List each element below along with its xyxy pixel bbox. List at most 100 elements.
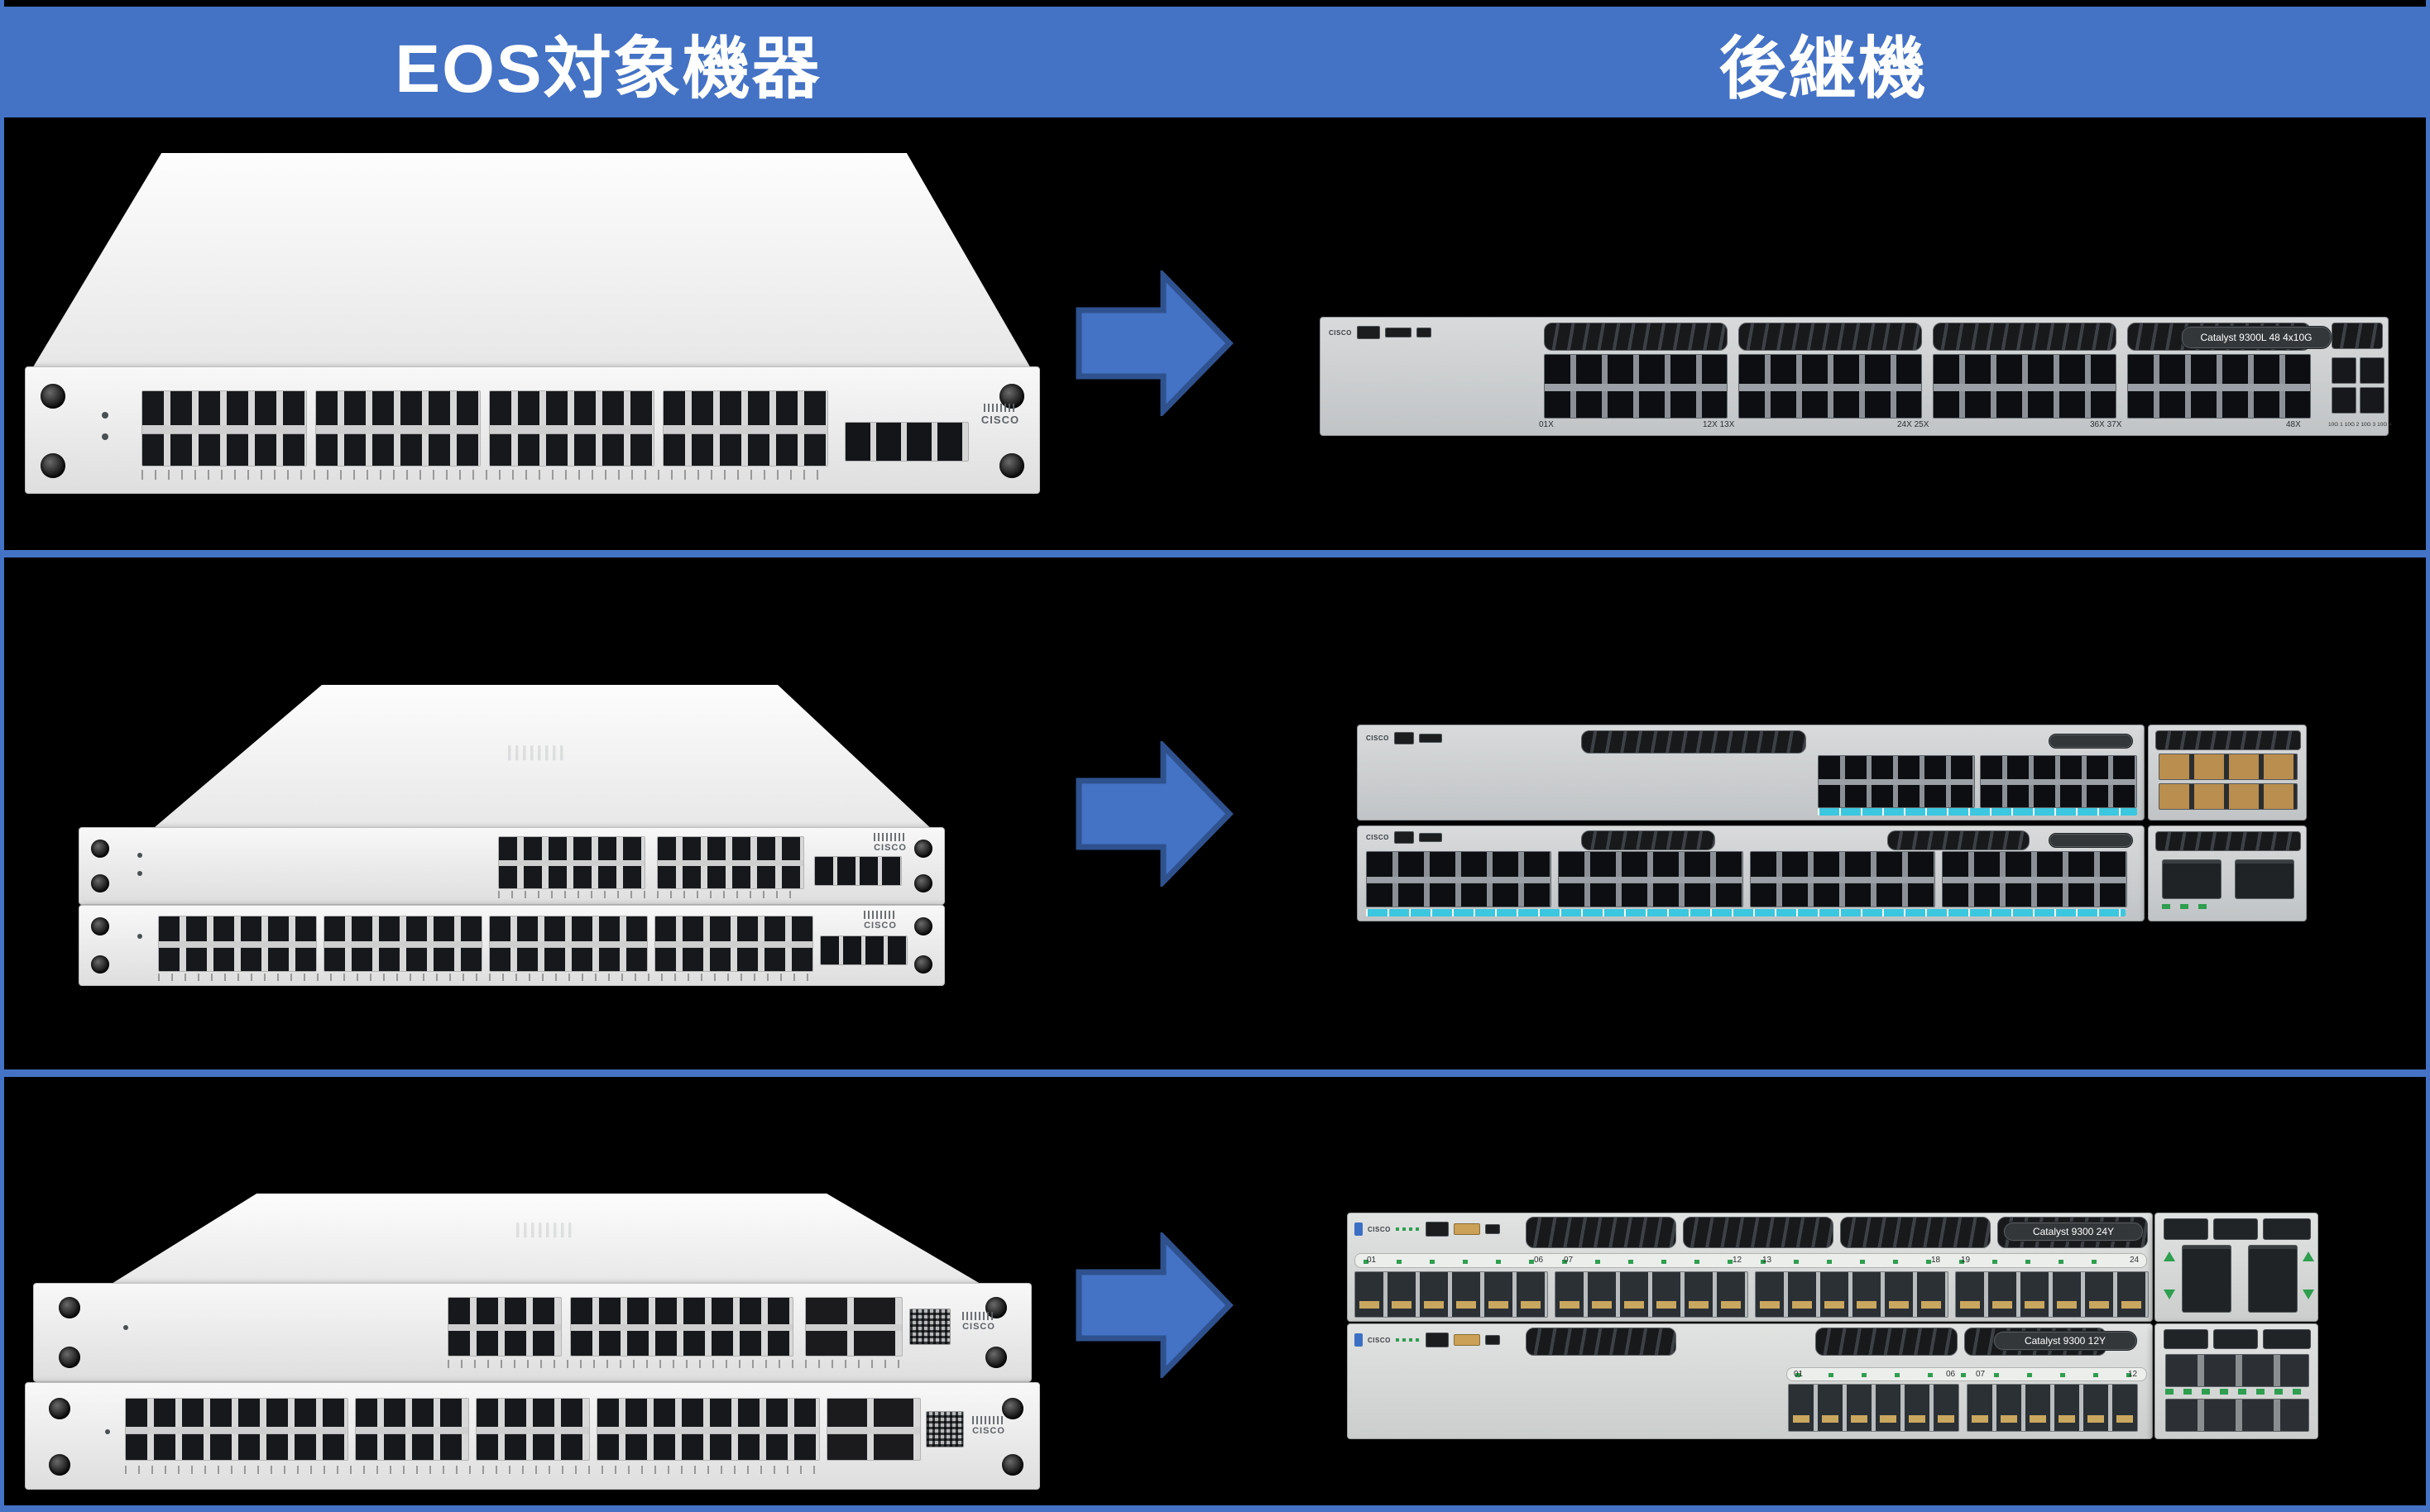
- network-module-row3-bottom: [2154, 1323, 2318, 1439]
- sfp28-cage-bank: [1788, 1384, 1959, 1432]
- sfp-slot: [2332, 387, 2356, 414]
- sfp-stack-bank: [827, 1398, 921, 1461]
- eos-device-image-row3: CISCO CISCO: [25, 1194, 1040, 1491]
- sfp28-cage-bank: [1967, 1384, 2138, 1432]
- vent-grille: [1815, 1328, 1958, 1356]
- model-label: Catalyst 9300 24Y: [2003, 1222, 2144, 1242]
- vent-grille: [1526, 1328, 1676, 1356]
- port-bank: [657, 836, 804, 889]
- vent-grille: [2332, 323, 2383, 349]
- console-port: [1356, 326, 1380, 339]
- switch-faceplate-48port: CISCO: [79, 905, 945, 986]
- cisco-logo: CISCO: [975, 404, 1025, 426]
- cisco-logo-small: CISCO: [1368, 1336, 1391, 1344]
- cisco-logo-small: CISCO: [1368, 1225, 1391, 1233]
- mount-hole: [914, 955, 932, 974]
- cisco-bridge-icon: [516, 1223, 576, 1238]
- cisco-logo: CISCO: [956, 1312, 1002, 1332]
- port-bank: [2127, 354, 2311, 419]
- status-led: [105, 1429, 110, 1434]
- port-down-arrow: [2164, 1290, 2175, 1299]
- cisco-bridge-icon: [962, 1312, 995, 1320]
- port-number-strip: 01X 12X 13X 24X 25X 36X 37X 48X: [1539, 420, 2301, 429]
- mount-hole: [91, 840, 109, 858]
- port-bank: [141, 390, 307, 467]
- vent-grille: [2155, 831, 2301, 851]
- vent-slot: [2263, 1218, 2311, 1240]
- port-bank: [1980, 755, 2137, 808]
- successor-device-image-row2-top: CISCO: [1357, 725, 2145, 821]
- port-number-ticks: [448, 1360, 911, 1368]
- qsfp-cage: [2182, 1245, 2231, 1313]
- successor-arrow-icon: [1076, 741, 1234, 887]
- status-led: [137, 934, 142, 939]
- beacon-led: [1354, 1223, 1363, 1236]
- sfp28-cage-bank: [1555, 1271, 1748, 1318]
- console-port: [1425, 1222, 1449, 1237]
- mount-hole: [91, 874, 109, 892]
- cisco-logo: CISCO: [867, 833, 913, 853]
- sfp28-cage-bank: [1354, 1271, 1548, 1318]
- beacon-led: [1354, 1333, 1363, 1347]
- port-bank: [489, 916, 648, 972]
- successor-arrow-icon: [1076, 1232, 1234, 1378]
- console-port: [1425, 1333, 1449, 1347]
- port-bank: [570, 1297, 793, 1356]
- sfp-slot: [2360, 357, 2384, 384]
- cisco-bridge-icon: [864, 911, 897, 919]
- port-bank: [597, 1398, 820, 1461]
- row-divider-2: [0, 1069, 2430, 1077]
- vent-slot: [2213, 1218, 2258, 1240]
- status-led: [137, 853, 142, 858]
- successor-device-image-row1: CISCO Catalyst 9300L 48 4x10G 01X 12X 13…: [1320, 317, 2392, 436]
- vent-grille: [1840, 1217, 1991, 1248]
- port-up-arrow: [2303, 1251, 2314, 1261]
- mount-hole: [41, 453, 65, 478]
- port-bank: [1558, 851, 1743, 907]
- port-up-arrow: [2164, 1251, 2175, 1261]
- successor-device-image-row3-top: CISCO Catalyst 9300 24Y 01 06 07 12 13 1…: [1347, 1213, 2153, 1322]
- sfp-module-bank: [2159, 754, 2298, 780]
- sfp-slot: [2332, 357, 2356, 384]
- cisco-bridge-icon: [984, 404, 1017, 412]
- eos-device-image-row1: CISCO: [25, 153, 1040, 494]
- sfp28-cage-bank: [1755, 1271, 1948, 1318]
- port-bank: [448, 1297, 562, 1356]
- mount-hole: [985, 1347, 1007, 1368]
- cisco-bridge-icon: [508, 745, 568, 761]
- switch-faceplate-24port: CISCO: [79, 827, 945, 905]
- cisco-logo: CISCO: [966, 1416, 1012, 1436]
- sfp-uplink-bank: [820, 935, 908, 965]
- status-led: [102, 412, 108, 419]
- switch-faceplate: CISCO: [25, 366, 1040, 494]
- port-bank: [315, 390, 481, 467]
- cisco-logo-small: CISCO: [1329, 328, 1352, 337]
- vent-grille: [1526, 1217, 1676, 1248]
- mount-hole: [59, 1347, 80, 1368]
- management-panel: CISCO: [1329, 326, 1431, 339]
- uplink-module-row2-top: [2148, 725, 2307, 821]
- usb-port: [1418, 833, 1442, 842]
- vent-slot: [2263, 1329, 2311, 1349]
- cisco-logo-small: CISCO: [1366, 734, 1389, 742]
- mount-hole: [49, 1398, 70, 1419]
- mount-hole: [914, 917, 932, 935]
- model-label: Catalyst 9300L 48 4x10G: [2181, 326, 2332, 349]
- status-led-row: [2162, 904, 2212, 909]
- comparison-row-3: CISCO CISCO: [0, 1077, 2430, 1505]
- status-icon-row: [1395, 1338, 1421, 1342]
- port-bank: [1942, 851, 2127, 907]
- comparison-row-1: CISCO CISCO Catalyst 9300L 48 4x10G: [0, 117, 2430, 550]
- vent-grille: [1581, 730, 1806, 754]
- port-bank: [1366, 851, 1551, 907]
- qsfp-port: [2235, 859, 2294, 899]
- status-led: [123, 1325, 128, 1330]
- switch-faceplate-24port: CISCO: [33, 1283, 1032, 1382]
- port-bank: [125, 1398, 348, 1461]
- sfp28-cage-bank: [1955, 1271, 2149, 1318]
- port-bank: [1738, 354, 1922, 419]
- mount-hole: [914, 840, 932, 858]
- mount-hole: [91, 917, 109, 935]
- vent-grille: [1544, 323, 1728, 351]
- sfp-uplink-bank: [814, 856, 902, 886]
